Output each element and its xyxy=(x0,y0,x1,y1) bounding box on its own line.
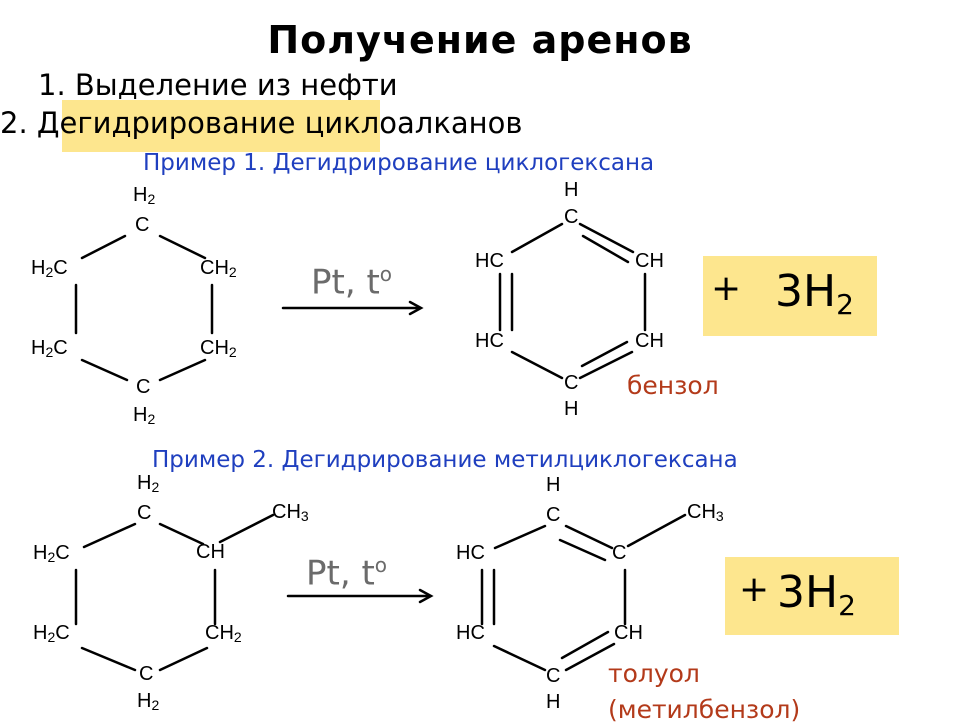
page-title: Получение аренов xyxy=(267,18,693,62)
bond xyxy=(578,350,634,380)
atom-label: CH2 xyxy=(205,622,242,645)
product-2-name-main: толуол xyxy=(608,659,700,688)
bond xyxy=(510,350,564,380)
byproduct-1-formula: 3H2 xyxy=(775,266,854,321)
bond xyxy=(158,358,207,382)
byproduct-2-formula: 3H2 xyxy=(777,567,856,622)
method-item-1: 1. Выделение из нефти xyxy=(38,68,398,102)
atom-label: C xyxy=(546,504,561,526)
bond xyxy=(558,538,607,562)
bond xyxy=(578,222,635,254)
product-2-name: толуол (метилбензол) xyxy=(608,656,800,728)
atom-label: H2 xyxy=(137,472,160,495)
reaction-arrow-1-head xyxy=(408,300,424,316)
method-item-2-text: Дегидрирование циклоалканов xyxy=(36,106,523,140)
atom-label: CH3 xyxy=(272,501,309,524)
byproduct-1-box: + 3H2 xyxy=(703,256,877,336)
reaction-condition-1: Pt, to xyxy=(311,262,393,303)
bond xyxy=(80,646,137,672)
atom-label: H2 xyxy=(133,184,156,207)
method-item-1-text: Выделение из нефти xyxy=(74,68,398,102)
bond xyxy=(80,358,129,382)
atom-label: C xyxy=(136,376,151,398)
byproduct-2-box: + 3H2 xyxy=(725,557,899,635)
atom-label: H2C xyxy=(31,257,68,280)
atom-label: C xyxy=(564,206,579,228)
atom-label: HC xyxy=(456,542,485,564)
bond xyxy=(581,234,630,264)
atom-label: CH3 xyxy=(687,501,724,524)
reaction-arrow-2-head xyxy=(418,588,434,604)
atom-label: H xyxy=(564,398,579,420)
bond xyxy=(493,524,547,550)
atom-label: C xyxy=(546,665,561,687)
method-item-2-number: 2. xyxy=(0,106,28,140)
product-1-name: бензол xyxy=(627,371,719,400)
bond xyxy=(564,642,616,672)
method-item-1-number: 1. xyxy=(38,68,66,102)
bond xyxy=(580,340,629,368)
bond xyxy=(218,513,275,544)
atom-label: CH2 xyxy=(200,337,237,360)
atom-label: C xyxy=(612,542,627,564)
atom-label: C xyxy=(139,663,154,685)
highlight-box xyxy=(62,100,380,152)
example-1-heading: Пример 1. Дегидрирование циклогексана xyxy=(143,150,655,176)
atom-label: H xyxy=(546,474,561,496)
bond xyxy=(560,630,610,660)
example-2-heading: Пример 2. Дегидрирование метилциклогекса… xyxy=(152,447,738,473)
atom-label: H2C xyxy=(31,337,68,360)
atom-label: CH xyxy=(614,622,643,644)
atom-label: C xyxy=(137,502,152,524)
product-2-name-alt: (метилбензол) xyxy=(608,695,801,724)
atom-label: CH xyxy=(635,250,664,272)
plus-sign: + xyxy=(739,569,770,610)
atom-label: H2 xyxy=(133,404,156,427)
bond xyxy=(82,522,137,549)
atom-label: C xyxy=(135,214,150,236)
bond xyxy=(158,646,209,672)
atom-label: CH xyxy=(196,541,225,563)
bond xyxy=(492,644,547,672)
atom-label: H2C xyxy=(33,622,70,645)
atom-label: HC xyxy=(475,250,504,272)
bond xyxy=(158,522,205,546)
bond xyxy=(626,513,687,548)
bond xyxy=(80,234,127,260)
atom-label: CH2 xyxy=(200,257,237,280)
bond xyxy=(510,222,564,254)
atom-label: C xyxy=(564,372,579,394)
atom-label: H xyxy=(546,691,561,713)
atom-label: CH xyxy=(635,330,664,352)
atom-label: H2C xyxy=(33,542,70,565)
bond xyxy=(564,524,614,550)
atom-label: H2 xyxy=(137,690,160,713)
reaction-condition-2: Pt, to xyxy=(306,553,388,594)
bond xyxy=(158,234,207,260)
plus-sign: + xyxy=(711,268,742,309)
method-item-2: 2. Дегидрирование циклоалканов xyxy=(0,106,522,140)
atom-label: H xyxy=(564,179,579,201)
atom-label: HC xyxy=(475,330,504,352)
atom-label: HC xyxy=(456,622,485,644)
